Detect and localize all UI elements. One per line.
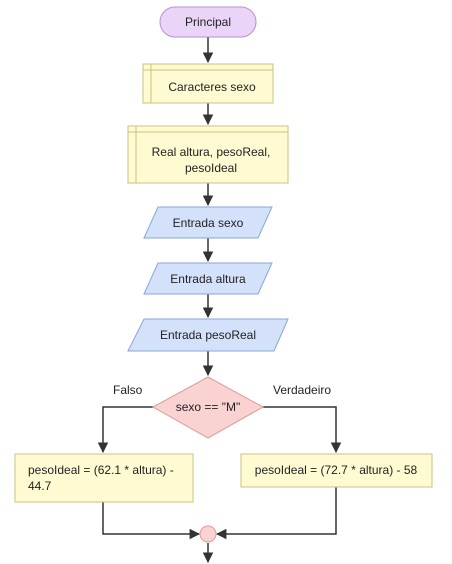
assign-true-label: pesoIdeal = (72.7 * altura) - 58 <box>255 463 418 477</box>
assign-false-label-line1: pesoIdeal = (62.1 * altura) - <box>28 463 174 477</box>
declare-real-label-line2: pesoIdeal <box>185 161 237 175</box>
edge-decision-false <box>97 406 153 454</box>
declare-char-label: Caracteres sexo <box>168 80 256 94</box>
declare-char-box[interactable]: Caracteres sexo <box>142 63 274 104</box>
edge-decision-true <box>263 406 342 454</box>
input-pesoreal-label: Entrada pesoReal <box>160 328 256 342</box>
edge-true-to-merge <box>215 487 337 540</box>
input-sexo-label: Entrada sexo <box>173 216 244 230</box>
decision-label: sexo == "M" <box>176 400 241 414</box>
declare-real-box[interactable]: Real altura, pesoReal, pesoIdeal <box>127 125 289 184</box>
input-altura[interactable]: Entrada altura <box>143 262 273 295</box>
edge-false-to-merge <box>102 502 201 540</box>
assign-true-box[interactable]: pesoIdeal = (72.7 * altura) - 58 <box>240 453 433 488</box>
decision-false-label: Falso <box>113 383 143 397</box>
input-pesoreal[interactable]: Entrada pesoReal <box>127 318 289 352</box>
assign-false-box[interactable]: pesoIdeal = (62.1 * altura) - 44.7 <box>14 453 194 503</box>
start-terminal[interactable]: Principal <box>159 6 257 38</box>
input-sexo[interactable]: Entrada sexo <box>143 206 273 239</box>
input-altura-label: Entrada altura <box>170 272 246 286</box>
merge-connector[interactable] <box>199 525 217 543</box>
assign-false-label-line2: 44.7 <box>28 479 52 493</box>
edges <box>97 37 342 564</box>
declare-real-label-line1: Real altura, pesoReal, <box>152 145 271 159</box>
decision-true-label: Verdadeiro <box>273 383 331 397</box>
start-label: Principal <box>185 15 231 29</box>
decision-diamond[interactable]: sexo == "M" <box>151 376 265 439</box>
